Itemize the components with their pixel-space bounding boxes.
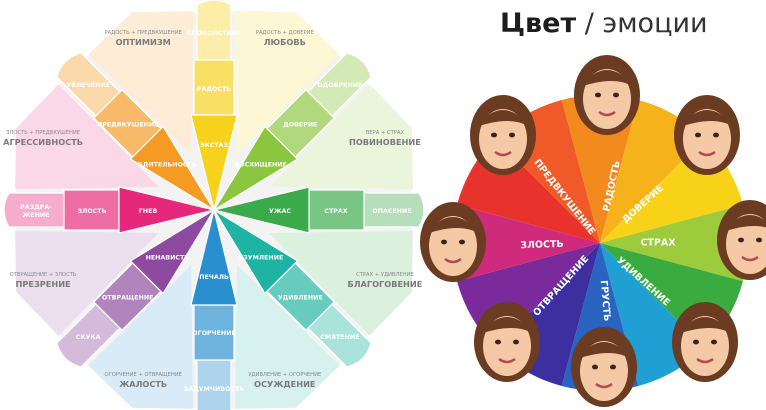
dyad-label: БЛАГОГОВЕНИЕ bbox=[347, 279, 422, 289]
face-icon bbox=[674, 95, 740, 175]
dyad-label: ЖАЛОСТЬ bbox=[119, 379, 167, 389]
petal-band bbox=[56, 52, 121, 117]
dyad-wedge bbox=[234, 265, 340, 409]
petal-label: ПРЕДВКУШЕНИЕ bbox=[97, 122, 159, 129]
wheel-label: СТРАХ bbox=[640, 238, 676, 249]
petal-label: ПЕЧАЛЬ bbox=[199, 274, 229, 281]
petal-joy: СПОКОЙСТВИЕ РАДОСТЬ ЭКСТАЗ bbox=[187, 0, 241, 211]
petal-label: СМЯТЕНИЕ bbox=[320, 334, 359, 341]
petal-label: ЗАДУМЧИВОСТЬ bbox=[184, 386, 245, 393]
petal-band bbox=[196, 359, 232, 410]
dyad-sub-label: ОТВРАЩЕНИЕ + ЗЛОСТЬ bbox=[10, 272, 77, 278]
face-icon bbox=[717, 200, 766, 280]
dyad-sub-label: РАДОСТЬ + ДОВЕРИЕ bbox=[256, 30, 314, 36]
petal-band bbox=[3, 192, 65, 228]
petal-band bbox=[213, 186, 310, 234]
petal-sadness: ЗАДУМЧИВОСТЬ ОГОРЧЕНИЕ ПЕЧАЛЬ bbox=[184, 209, 245, 410]
petal-band bbox=[307, 303, 372, 368]
petal-band bbox=[196, 0, 232, 61]
petal-label: УДИВЛЕНИЕ bbox=[278, 294, 323, 301]
wheel-label: ГРУСТЬ bbox=[598, 280, 613, 322]
petal-band bbox=[213, 209, 299, 295]
wheel-label: ЗЛОСТЬ bbox=[520, 239, 564, 252]
title-rest: эмоции bbox=[602, 8, 708, 39]
petal-label: УЖАС bbox=[269, 208, 291, 215]
dyad-wedge bbox=[88, 265, 194, 409]
petal-band bbox=[190, 114, 238, 211]
petal-label: ОГОРЧЕНИЕ bbox=[192, 330, 236, 337]
wheel-segment bbox=[452, 204, 600, 282]
wheel-segment bbox=[600, 204, 748, 282]
dyad-label: ОПТИМИЗМ bbox=[116, 37, 171, 47]
petal-label: УВЛЕЧЕНИЕ bbox=[66, 82, 109, 89]
dyad-sub-label: ВЕРА + СТРАХ bbox=[366, 130, 405, 136]
dyad-sub-label: РАДОСТЬ + ПРЕДВКУШЕНИЕ bbox=[104, 30, 181, 36]
petal-label: ОПАСЕНИЕ bbox=[372, 208, 411, 215]
page-title: Цвет / эмоции bbox=[500, 8, 708, 39]
petal-fear: ОПАСЕНИЕ СТРАХ УЖАС bbox=[213, 186, 425, 234]
dyad-wedge bbox=[15, 84, 159, 190]
petal-surprise: СМЯТЕНИЕ УДИВЛЕНИЕ ИЗУМЛЕНИЕ bbox=[213, 209, 372, 368]
face-icon bbox=[420, 202, 486, 282]
petal-band bbox=[307, 52, 372, 117]
dyad-sub-label: ОГОРЧЕНИЕ + ОТВРАЩЕНИЕ bbox=[104, 372, 182, 378]
dyad-sub-label: СТРАХ + УДИВЛЕНИЕ bbox=[356, 272, 414, 278]
petal-label: ГНЕВ bbox=[139, 208, 158, 215]
petal-label: ЭКСТАЗ bbox=[200, 142, 229, 149]
petal-label: ЖЕНИЕ bbox=[23, 212, 50, 219]
petal-band bbox=[129, 209, 215, 295]
petal-disgust: СКУКА ОТВРАЩЕНИЕ НЕНАВИСТЬ bbox=[56, 209, 215, 368]
petal-anticipation: УВЛЕЧЕНИЕ ПРЕДВКУШЕНИЕ БДИТЕЛЬНОСТЬ bbox=[56, 52, 215, 211]
dyad-label: ПРЕЗРЕНИЕ bbox=[16, 279, 71, 289]
face-icon bbox=[574, 55, 640, 135]
petal-label: ОТВРАЩЕНИЕ bbox=[102, 294, 153, 301]
title-separator: / bbox=[576, 8, 603, 39]
face-icon bbox=[474, 302, 540, 382]
petal-band bbox=[129, 125, 215, 211]
petal-label: ОДОБРЕНИЕ bbox=[317, 82, 362, 89]
dyad-label: ПОВИНОВЕНИЕ bbox=[349, 137, 421, 147]
petal-band bbox=[190, 209, 238, 306]
dyad-label: АГРЕССИВНОСТЬ bbox=[3, 137, 83, 147]
petal-label: НЕНАВИСТЬ bbox=[146, 255, 190, 262]
petal-label: БДИТЕЛЬНОСТЬ bbox=[138, 161, 197, 168]
petal-band bbox=[363, 192, 425, 228]
petal-label: ДОВЕРИЕ bbox=[283, 122, 317, 129]
dyad-wedge bbox=[15, 230, 159, 336]
face-icon bbox=[672, 302, 738, 382]
petal-label: ЗЛОСТЬ bbox=[78, 208, 107, 215]
face-icon bbox=[470, 95, 536, 175]
dyad-wedge bbox=[88, 11, 194, 155]
dyad-wedge bbox=[269, 84, 413, 190]
dyad-label: ОСУЖДЕНИЕ bbox=[254, 379, 316, 389]
face-icon bbox=[571, 327, 637, 407]
petal-band bbox=[56, 303, 121, 368]
dyad-wedge bbox=[269, 230, 413, 336]
petal-label: РАЗДРА- bbox=[20, 204, 52, 211]
petal-trust: ОДОБРЕНИЕ ДОВЕРИЕ ВОСХИЩЕНИЕ bbox=[213, 52, 372, 211]
petal-label: РАДОСТЬ bbox=[197, 86, 231, 93]
petal-label: ВОСХИЩЕНИЕ bbox=[234, 161, 286, 168]
dyad-label: ЛЮБОВЬ bbox=[264, 37, 306, 47]
dyad-wedge bbox=[234, 11, 340, 155]
petal-label: СКУКА bbox=[76, 334, 101, 341]
petal-band bbox=[213, 125, 299, 211]
petal-anger: РАЗДРА-ЖЕНИЕ ЗЛОСТЬ ГНЕВ bbox=[3, 186, 215, 234]
petal-band bbox=[118, 186, 215, 234]
dyad-sub-label: УДИВЛЕНИЕ + ОГОРЧЕНИЕ bbox=[248, 372, 321, 378]
petal-label: СТРАХ bbox=[324, 208, 347, 215]
petal-label: ИЗУМЛЕНИЕ bbox=[238, 255, 283, 262]
title-bold: Цвет bbox=[500, 8, 577, 39]
dyad-sub-label: ЗЛОСТЬ + ПРЕДВКУШЕНИЕ bbox=[6, 130, 80, 136]
petal-label: СПОКОЙСТВИЕ bbox=[187, 28, 241, 37]
